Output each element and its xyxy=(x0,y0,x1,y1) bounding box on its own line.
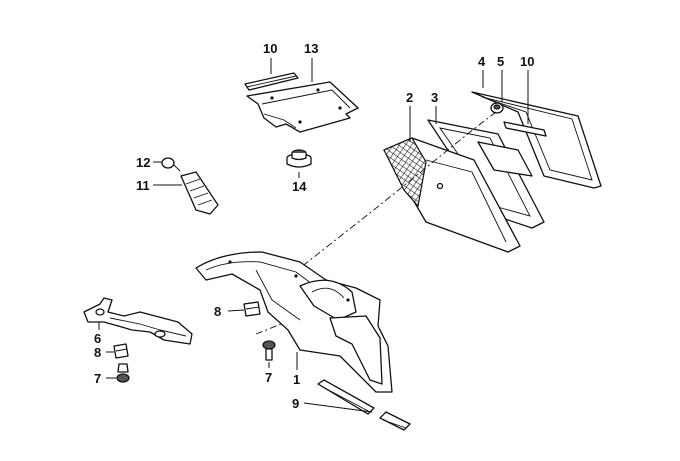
part-8-clip-nut-upper xyxy=(243,301,261,317)
callout-6: 6 xyxy=(94,331,101,346)
part-12-screw xyxy=(161,157,181,172)
callout-8-lower: 8 xyxy=(94,345,101,360)
part-9-short-strip xyxy=(379,411,411,431)
part-3-gasket-frame xyxy=(427,119,545,229)
callout-14: 14 xyxy=(292,179,307,194)
callout-5: 5 xyxy=(497,54,504,69)
part-8-clip-nut-lower xyxy=(113,343,129,359)
callout-labels: 10 13 14 12 11 2 3 4 5 10 8 7 1 6 8 7 9 xyxy=(94,41,534,411)
callout-7-left: 7 xyxy=(94,371,101,386)
part-4-outer-frame xyxy=(471,91,602,189)
part-10-strip-top xyxy=(244,72,299,91)
part-7-screw-center xyxy=(262,340,276,361)
part-1-carrier-housing xyxy=(195,251,393,393)
part-2-mesh-panel xyxy=(383,137,521,253)
callout-4: 4 xyxy=(478,54,486,69)
callout-8-upper: 8 xyxy=(214,304,221,319)
part-7-screw-left xyxy=(116,363,130,383)
assembly-axis-line xyxy=(299,111,497,269)
part-9-long-strip xyxy=(317,379,375,415)
callout-12: 12 xyxy=(136,155,150,170)
callout-13: 13 xyxy=(304,41,318,56)
leader-lines xyxy=(98,58,529,413)
part-5-fastener xyxy=(490,102,504,114)
part-13-bracket-plate xyxy=(246,81,359,133)
callout-11: 11 xyxy=(136,178,150,193)
callout-3: 3 xyxy=(431,90,438,105)
callout-7-center: 7 xyxy=(265,370,272,385)
callout-9: 9 xyxy=(292,396,299,411)
part-6-side-bracket xyxy=(83,297,193,345)
callout-10-right: 10 xyxy=(520,54,534,69)
callout-2: 2 xyxy=(406,90,413,105)
part-11-ribbed-clip xyxy=(180,171,219,215)
callout-1: 1 xyxy=(293,372,300,387)
part-14-grommet xyxy=(286,149,312,168)
callout-10-top: 10 xyxy=(263,41,277,56)
